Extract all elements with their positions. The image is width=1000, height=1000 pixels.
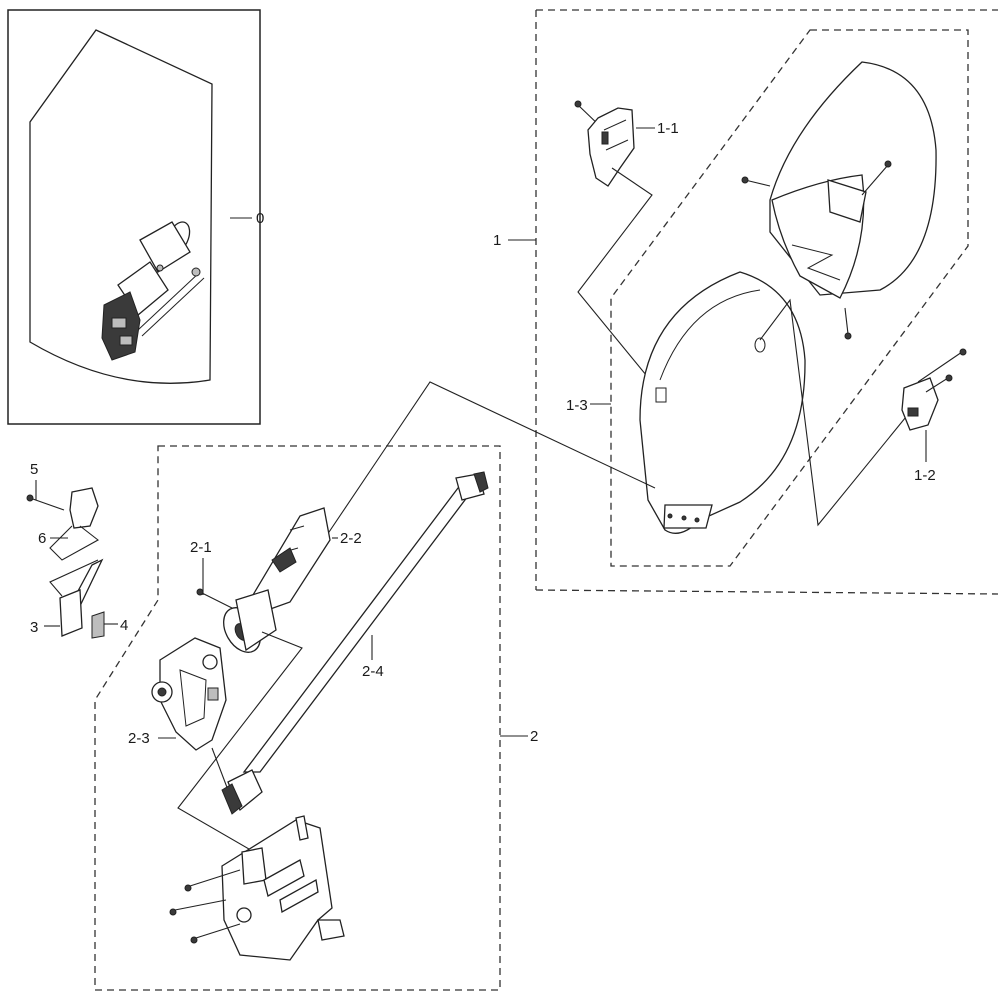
- part-4-label: 4: [120, 617, 128, 634]
- part-2-1-label: 2-1: [190, 539, 212, 556]
- bracket-part-1-2: 1-2: [901, 348, 967, 484]
- group-1-label: 1: [493, 232, 501, 249]
- part-1-2-label: 1-2: [914, 467, 936, 484]
- group-2-boundary: 2: [94, 445, 538, 991]
- group-2-label: 2: [530, 728, 538, 745]
- part-6-label: 6: [38, 530, 46, 547]
- drum-part-1-3: 1-3: [566, 271, 911, 534]
- leader-drum-to-2-2: [324, 381, 656, 539]
- part-2-3-label: 2-3: [128, 730, 150, 747]
- motor-part-2-2: 2-2: [177, 507, 362, 861]
- assembly-overview-panel: 0: [7, 9, 264, 425]
- assembly-mini-sketch: [101, 221, 205, 361]
- assembly-label: 0: [256, 210, 264, 227]
- part-1-1-label: 1-1: [657, 120, 679, 137]
- part-5-label: 5: [30, 461, 38, 478]
- base-bracket: [169, 815, 345, 961]
- part-2-2-label: 2-2: [340, 530, 362, 547]
- part-1-3-label: 1-3: [566, 397, 588, 414]
- small-parts-cluster: 5 6 3 4: [26, 461, 128, 639]
- screw-part-2-1: 2-1: [190, 539, 233, 609]
- part-3-label: 3: [30, 619, 38, 636]
- housing-part-2-3: 2-3: [128, 637, 229, 791]
- shaft-part-2-4: 2-4: [221, 471, 489, 815]
- bracket-part-1-1: 1-1: [574, 100, 679, 393]
- part-2-4-label: 2-4: [362, 663, 384, 680]
- drum-upper-cover: [741, 61, 937, 340]
- group-1-boundary: 1: [493, 9, 999, 595]
